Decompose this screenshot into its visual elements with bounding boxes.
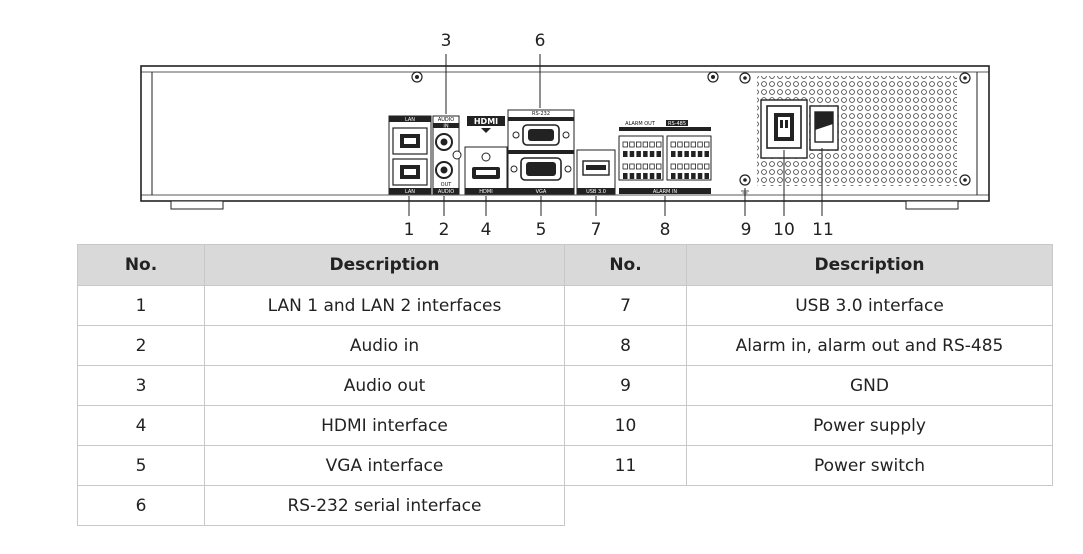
alarm-out-label: ALARM OUT: [625, 121, 656, 127]
row-number: 3: [77, 365, 205, 406]
callout-8: 8: [660, 220, 671, 240]
row-number: 5: [77, 445, 205, 486]
row-description: Power supply: [686, 405, 1053, 446]
power-inlet: [760, 99, 808, 159]
header-description: Description: [686, 244, 1053, 286]
row-number: 8: [564, 325, 687, 366]
callout-5: 5: [536, 220, 547, 240]
hdmi-logo: HDMI: [474, 117, 498, 126]
callout-1: 1: [404, 220, 415, 240]
callout-6: 6: [535, 31, 546, 51]
alarm-terminal-blocks: ALARM OUT RS-485 ALARM IN: [618, 120, 712, 195]
callout-7: 7: [591, 220, 602, 240]
rs485-label: RS-485: [668, 121, 686, 127]
audio-ports: AUDIO IN OUT AUDIO: [432, 115, 462, 195]
rs232-vga-ports: RS-232 VGA: [507, 109, 575, 195]
row-number: 7: [564, 285, 687, 326]
alarm-in-label: ALARM IN: [653, 189, 678, 195]
hdmi-port: HDMI HDMI: [464, 116, 508, 195]
row-number: 4: [77, 405, 205, 446]
header-no: No.: [77, 244, 205, 286]
row-number: 1: [77, 285, 205, 326]
callout-4: 4: [481, 220, 492, 240]
row-description: USB 3.0 interface: [686, 285, 1053, 326]
callout-10: 10: [773, 220, 795, 240]
callout-2: 2: [439, 220, 450, 240]
row-description: [686, 485, 1053, 526]
lan-label: LAN: [405, 117, 415, 123]
svg-text:AUDIO: AUDIO: [438, 189, 454, 195]
row-number: 2: [77, 325, 205, 366]
row-number: 9: [564, 365, 687, 406]
svg-text:OUT: OUT: [441, 182, 453, 188]
row-description: Power switch: [686, 445, 1053, 486]
rear-panel-diagram: LAN LAN AUDIO IN OUT AUDIO HDMI HDMI: [140, 31, 990, 240]
usb-port: USB 3.0: [576, 149, 616, 195]
callout-9: 9: [741, 220, 752, 240]
callout-11: 11: [812, 220, 834, 240]
row-number: [564, 485, 687, 526]
row-number: 10: [564, 405, 687, 446]
svg-text:IN: IN: [443, 124, 448, 130]
table-header-row: No. Description No. Description: [77, 244, 1053, 286]
lan-ports: LAN LAN: [388, 115, 432, 195]
svg-text:LAN: LAN: [405, 189, 415, 195]
row-description: Audio in: [204, 325, 565, 366]
callout-3: 3: [441, 31, 452, 51]
power-switch: [809, 105, 839, 151]
callout-lines: [408, 54, 823, 216]
vga-label: VGA: [536, 189, 547, 195]
svg-text:HDMI: HDMI: [479, 189, 492, 195]
row-description: GND: [686, 365, 1053, 406]
rs232-label: RS-232: [532, 111, 550, 117]
header-no: No.: [564, 244, 687, 286]
row-description: Audio out: [204, 365, 565, 406]
row-description: HDMI interface: [204, 405, 565, 446]
header-description: Description: [204, 244, 565, 286]
row-number: 6: [77, 485, 205, 526]
audio-label: AUDIO: [438, 117, 454, 123]
row-number: 11: [564, 445, 687, 486]
row-description: LAN 1 and LAN 2 interfaces: [204, 285, 565, 326]
row-description: RS-232 serial interface: [204, 485, 565, 526]
row-description: VGA interface: [204, 445, 565, 486]
usb-label: USB 3.0: [586, 189, 606, 195]
row-description: Alarm in, alarm out and RS-485: [686, 325, 1053, 366]
callout-numbers: 1 2 3 4 5 6 7 8 9 10 11: [404, 31, 834, 240]
